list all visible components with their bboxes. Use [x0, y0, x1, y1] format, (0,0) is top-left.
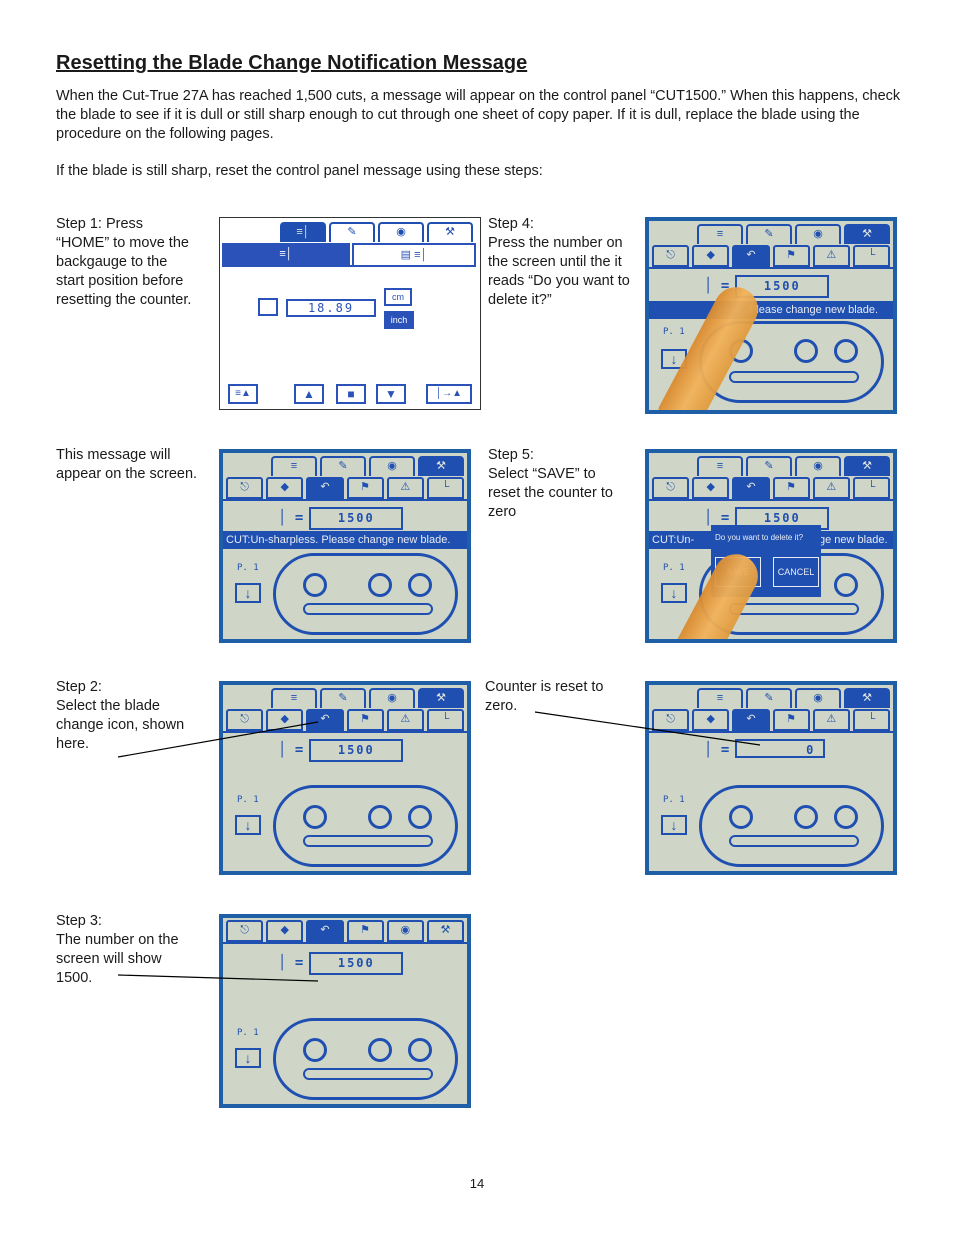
- caption-step4: Step 4: Press the number on the screen u…: [488, 216, 630, 308]
- person-tab[interactable]: ◉: [378, 222, 424, 242]
- caption-step2: Step 2: Select the blade change icon, sh…: [56, 679, 185, 752]
- screen-step5: ≡✎◉⚒ ⎋◆↶⚑⚠└ │ =1500 CUT:Un-ge new blade.…: [645, 449, 897, 643]
- counter-value[interactable]: 1500: [309, 739, 404, 762]
- program-subtab[interactable]: ▤ ≡│: [352, 243, 476, 265]
- move-button[interactable]: │→▲: [426, 384, 472, 404]
- counter-value[interactable]: 1500: [309, 952, 404, 975]
- intro-paragraph: When the Cut-True 27A has reached 1,500 …: [56, 88, 901, 142]
- home-subtab[interactable]: ≡│: [222, 243, 350, 265]
- screen-reset: ≡✎◉⚒ ⎋◆↶⚑⚠└ │ =0 P. 1 ↓: [645, 681, 897, 875]
- page-label: P. 1: [663, 795, 685, 805]
- blade-change-icon[interactable]: ↶: [732, 245, 770, 267]
- page-down-button[interactable]: ↓: [661, 583, 687, 603]
- blade-change-icon[interactable]: ↶: [306, 709, 344, 731]
- stop-button[interactable]: ■: [336, 384, 366, 404]
- page-down-button[interactable]: ↓: [661, 815, 687, 835]
- caption-step3: Step 3: The number on the screen will sh…: [56, 913, 179, 986]
- caption-reset: Counter is reset to zero.: [485, 679, 604, 714]
- inch-button[interactable]: inch: [384, 311, 414, 329]
- home-screen: ≡│ ✎ ◉ ⚒ ≡│ ▤ ≡│ 18.89 cm inch ≡▲ ▲ ■ ▼ …: [219, 217, 481, 410]
- screen-step4: ≡✎◉⚒ ⎋◆↶⚑⚠└ │ =1500 Please change new bl…: [645, 217, 897, 414]
- page-title: Resetting the Blade Change Notification …: [56, 52, 528, 74]
- down-button[interactable]: ▼: [376, 384, 406, 404]
- page-down-button[interactable]: ↓: [235, 815, 261, 835]
- page-label: P. 1: [237, 563, 259, 573]
- gauge-icon: [258, 298, 278, 316]
- page-label: P. 1: [237, 1028, 259, 1038]
- caption-message: This message will appear on the screen.: [56, 447, 198, 482]
- page-label: P. 1: [663, 327, 685, 337]
- screen-step2: ≡✎◉⚒ ⎋◆↶⚑⚠└ │ =1500 P. 1 ↓: [219, 681, 471, 875]
- page-number: 14: [469, 1176, 485, 1191]
- dialog-text: Do you want to delete it?: [715, 533, 804, 542]
- page-label: P. 1: [237, 795, 259, 805]
- page-down-button[interactable]: ↓: [235, 1048, 261, 1068]
- home-button[interactable]: ≡▲: [228, 384, 258, 404]
- cm-button[interactable]: cm: [384, 288, 412, 306]
- home-value: 18.89: [286, 299, 376, 317]
- caption-step1: Step 1: Press “HOME” to move the backgau…: [56, 216, 192, 308]
- pen-tab[interactable]: ✎: [329, 222, 375, 242]
- caption-step5: Step 5: Select “SAVE” to reset the count…: [488, 447, 613, 520]
- page-down-button[interactable]: ↓: [235, 583, 261, 603]
- blade-message: CUT:Un-sharpless. Please change new blad…: [223, 531, 467, 549]
- pointer-line-step3: [117, 974, 319, 982]
- screen-message: ≡✎◉⚒ ⎋◆↶⚑⚠└ │ =1500 CUT:Un-sharpless. Pl…: [219, 449, 471, 643]
- up-button[interactable]: ▲: [294, 384, 324, 404]
- tool-tab[interactable]: ⚒: [427, 222, 473, 242]
- pointer-line-step2: [117, 721, 319, 758]
- screen-step3: ⎋◆↶⚑◉⚒ │ =1500 P. 1 ↓: [219, 914, 471, 1108]
- cancel-button[interactable]: CANCEL: [773, 557, 819, 587]
- home-tab[interactable]: ≡│: [280, 222, 326, 242]
- counter-value[interactable]: 0: [735, 739, 826, 758]
- counter-value[interactable]: 1500: [309, 507, 404, 530]
- pointer-line-reset: [534, 711, 761, 746]
- intro-paragraph-2: If the blade is still sharp, reset the c…: [56, 163, 543, 179]
- page-label: P. 1: [663, 563, 685, 573]
